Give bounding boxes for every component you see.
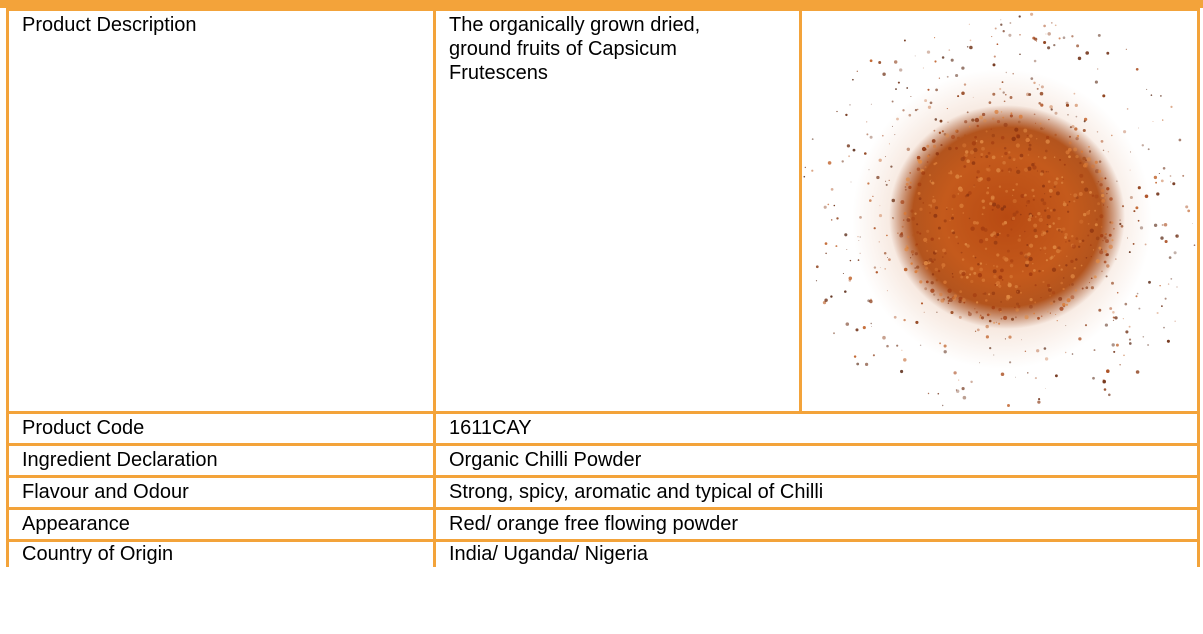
- row-label: Flavour and Odour: [6, 475, 436, 510]
- product-spec-table: Product Description The organically grow…: [6, 8, 1200, 567]
- row-label: Country of Origin: [6, 539, 436, 567]
- product-image: [799, 8, 1200, 414]
- row-value: India/ Uganda/ Nigeria: [433, 539, 1200, 567]
- row-label: Appearance: [6, 507, 436, 542]
- row-value: Strong, spicy, aromatic and typical of C…: [433, 475, 1200, 510]
- row-value: The organically grown dried, ground frui…: [433, 8, 802, 414]
- chilli-powder-image: [803, 12, 1196, 407]
- row-value: 1611CAY: [433, 411, 1200, 446]
- header-accent-bar: [0, 0, 1203, 8]
- table-row: Ingredient Declaration Organic Chilli Po…: [6, 443, 1200, 478]
- row-label: Product Code: [6, 411, 436, 446]
- table-row: Product Description The organically grow…: [6, 8, 1200, 414]
- row-label: Ingredient Declaration: [6, 443, 436, 478]
- table-row: Flavour and Odour Strong, spicy, aromati…: [6, 475, 1200, 510]
- row-label: Product Description: [6, 8, 436, 414]
- table-row: Product Code 1611CAY: [6, 411, 1200, 446]
- row-value: Red/ orange free flowing powder: [433, 507, 1200, 542]
- table-row: Appearance Red/ orange free flowing powd…: [6, 507, 1200, 542]
- table-row: Country of Origin India/ Uganda/ Nigeria: [6, 539, 1200, 567]
- row-value: Organic Chilli Powder: [433, 443, 1200, 478]
